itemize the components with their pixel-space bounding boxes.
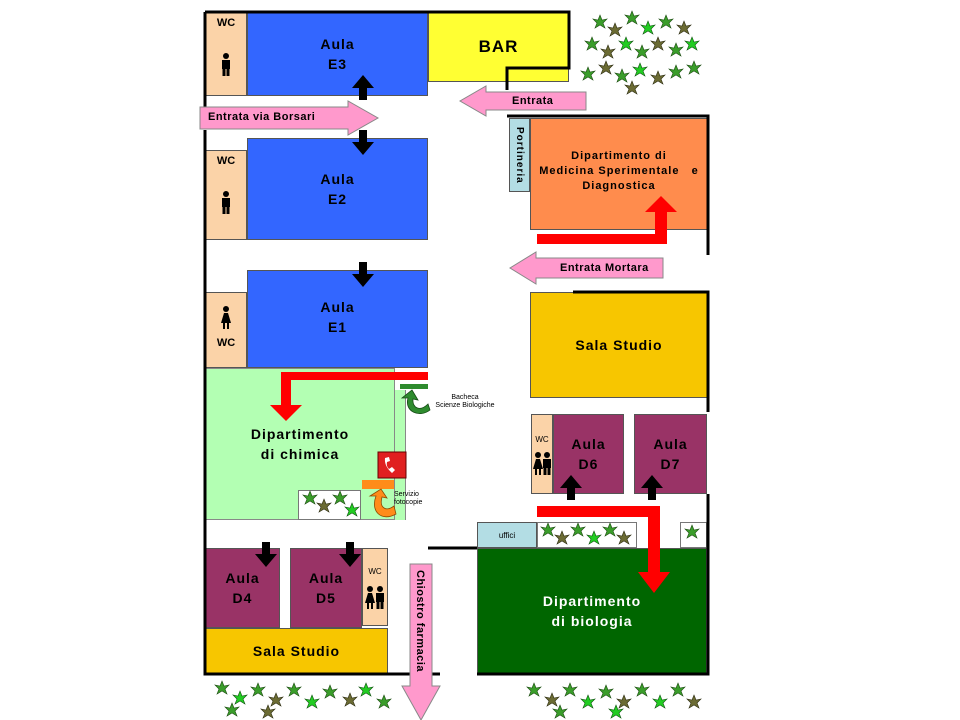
aula-e2-label-2: E2 (327, 191, 348, 207)
bacheca-curve-arrow (400, 389, 431, 414)
wc-e1-label: WC (216, 337, 236, 349)
chimica-label-1: Dipartimento (250, 426, 350, 442)
fotocopie-bar (362, 480, 394, 489)
bacheca-bar (400, 384, 428, 389)
entrance-chiostro-label: Chiostro farmacia (414, 570, 426, 673)
medicina-label-2: Medicina Sperimentale e (539, 165, 699, 177)
red-route-arrows (270, 196, 677, 593)
fotocopie-curve-arrow (368, 488, 397, 518)
chimica-label-2: di chimica (260, 446, 340, 462)
wc-e3-label: WC (216, 17, 236, 29)
wc-e2-label: WC (216, 155, 236, 167)
arrow-chiostro (401, 563, 441, 720)
biologia-label-2: di biologia (551, 613, 633, 629)
bacheca-note-1: Bacheca (451, 394, 479, 401)
entrance-arrows (199, 85, 664, 720)
aula-e2: Aula E2 (247, 138, 428, 240)
wc-d6-label: WC (535, 435, 549, 444)
uffici: uffici (477, 522, 537, 548)
portineria-label: Portineria (514, 126, 525, 184)
restroom-icons (221, 53, 551, 609)
arrow-mortara (509, 251, 664, 285)
aula-d7-label-1: Aula (653, 436, 688, 452)
biologia-label-1: Dipartimento (542, 593, 642, 609)
entrance-mortara-label: Entrata Mortara (560, 262, 649, 274)
aula-e1: Aula E1 (247, 270, 428, 368)
building-walls (203, 10, 710, 676)
uffici-label: uffici (498, 530, 516, 540)
arrow-entrata (458, 85, 587, 117)
bacheca-note: Bacheca Scienze Biologiche (430, 394, 500, 410)
entrance-entrata-label: Entrata (512, 95, 554, 107)
aula-e3: Aula E3 (247, 12, 428, 96)
sala-studio-right-label: Sala Studio (575, 337, 663, 353)
aula-d6: Aula D6 (553, 414, 624, 494)
wc-d5: WC (362, 548, 388, 626)
sala-studio-bottom: Sala Studio (205, 628, 388, 674)
dept-medicina: Dipartimento di Medicina Sperimentale e … (530, 118, 708, 230)
bacheca-note-2: Scienze Biologiche (435, 402, 495, 409)
wc-e1: WC (205, 292, 247, 368)
aula-d7-label-2: D7 (660, 456, 681, 472)
aula-d6-label-2: D6 (578, 456, 599, 472)
medicina-label-3: Diagnostica (582, 180, 656, 192)
entrance-via-borsari-label: Entrata via Borsari (208, 111, 316, 123)
portineria: Portineria (509, 118, 530, 192)
telephone-icon (377, 451, 407, 479)
sala-studio-bottom-label: Sala Studio (252, 643, 341, 659)
aula-d7: Aula D7 (634, 414, 707, 494)
aula-e1-label-1: Aula (320, 299, 355, 315)
aula-e3-label-1: Aula (320, 36, 355, 52)
fotocopie-note: Servizio fotocopie (394, 491, 422, 507)
aula-e3-label-2: E3 (327, 56, 348, 72)
aula-d5-label-2: D5 (316, 590, 336, 606)
black-arrows (255, 75, 663, 567)
bar-label: BAR (478, 37, 519, 56)
arrow-via-borsari (199, 100, 380, 136)
aula-d4-label-2: D4 (232, 590, 253, 606)
wc-d5-label: WC (368, 567, 382, 576)
aula-e1-label-2: E1 (327, 319, 348, 335)
fotocopie-note-1: Servizio (394, 491, 419, 498)
fotocopie-note-2: fotocopie (394, 499, 423, 506)
aula-d4-label-1: Aula (225, 570, 260, 586)
aula-d6-label-1: Aula (571, 436, 606, 452)
aula-e2-label-1: Aula (320, 171, 355, 187)
medicina-label-1: Dipartimento di (571, 150, 667, 162)
aula-d5-label-1: Aula (308, 570, 344, 586)
